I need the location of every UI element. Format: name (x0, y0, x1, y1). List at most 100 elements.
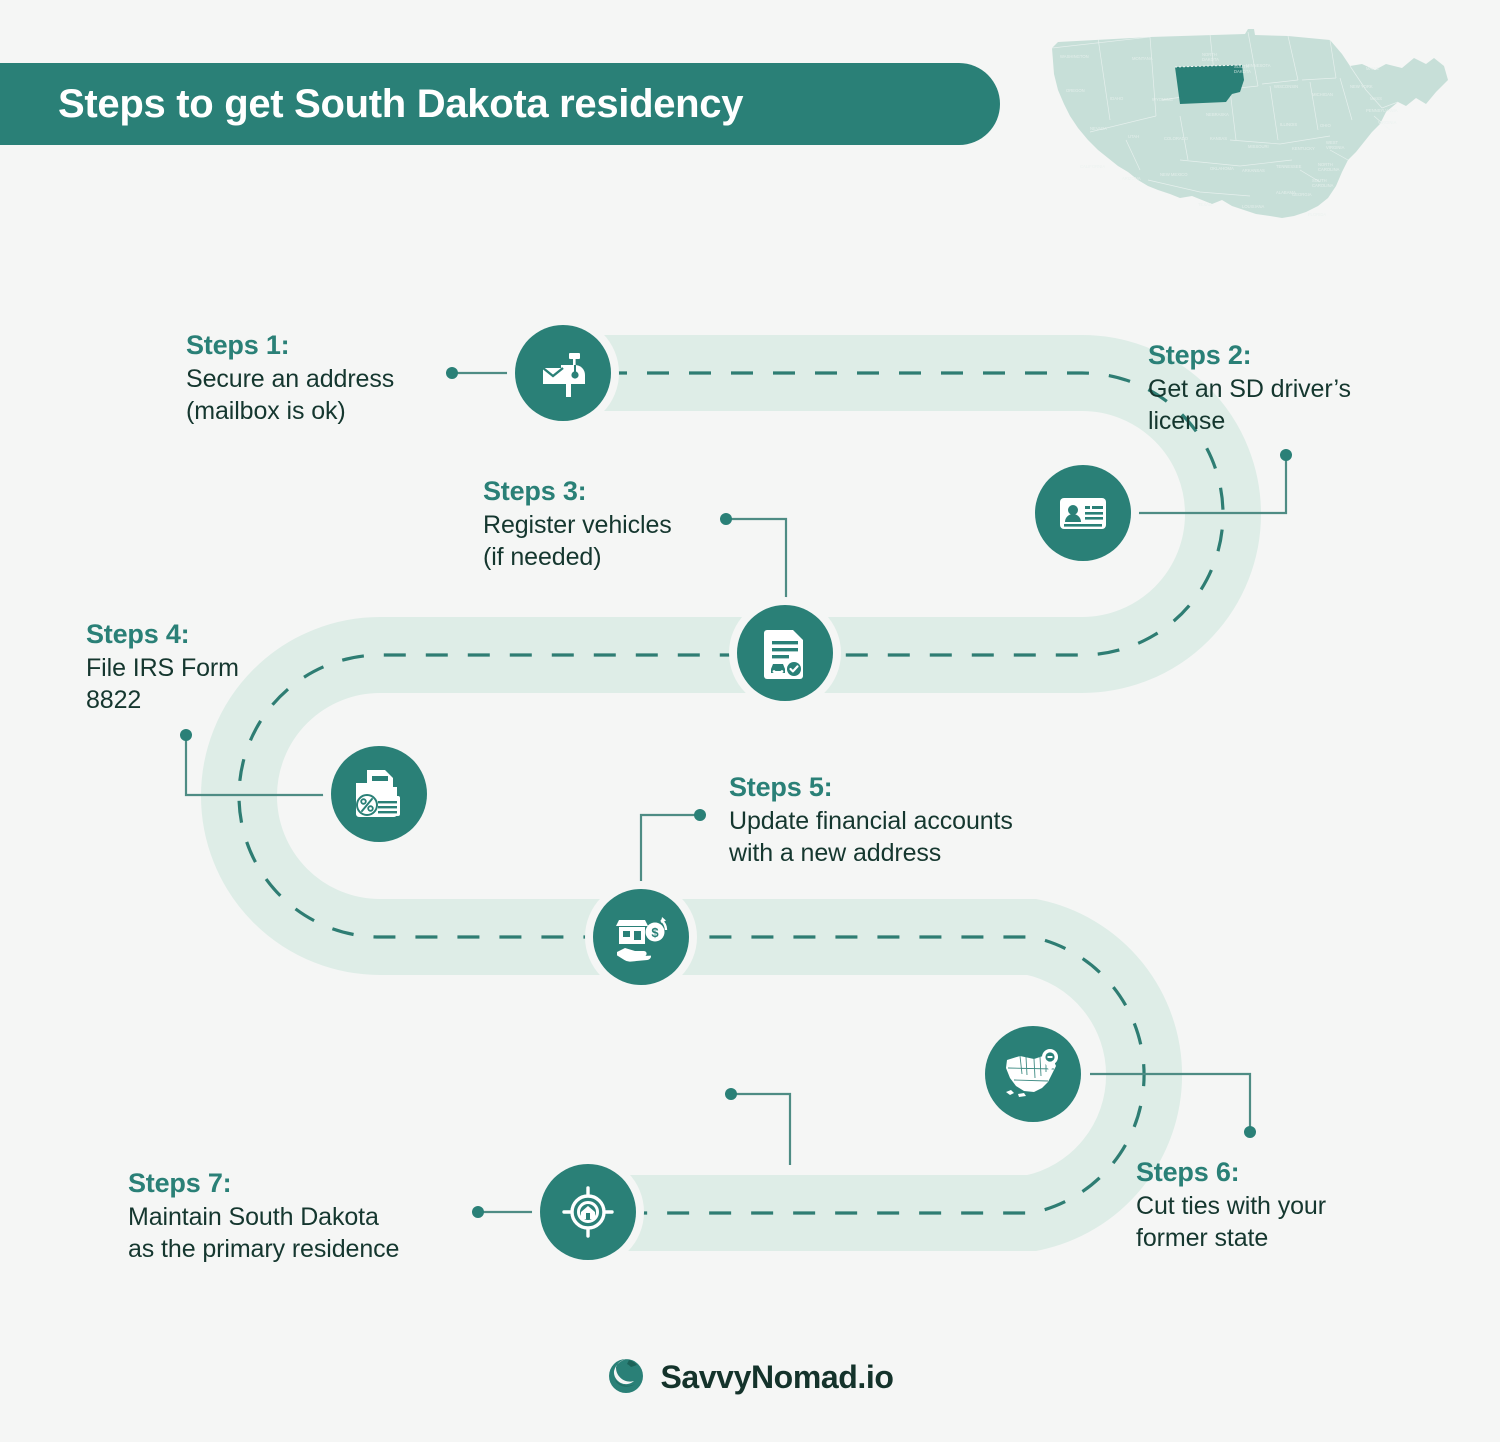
svg-text:MICHIGAN: MICHIGAN (1312, 92, 1333, 97)
svg-text:CAROLINA: CAROLINA (1312, 183, 1334, 188)
savvynomad-swirl-logo (606, 1355, 646, 1400)
svg-text:VIRGINIA: VIRGINIA (1326, 145, 1345, 150)
title-banner: Steps to get South Dakota residency (0, 63, 1000, 145)
brand-name: SavvyNomad.io (660, 1359, 894, 1395)
svg-text:MONTANA: MONTANA (1132, 56, 1153, 61)
svg-text:COLORADO: COLORADO (1164, 136, 1189, 141)
connector-lines (184, 371, 1288, 1214)
step-1-description: Secure an address (mailbox is ok) (186, 364, 395, 426)
step-7-description: Maintain South Dakota as the primary res… (128, 1202, 400, 1264)
step-node-4[interactable] (331, 746, 427, 842)
step-5-description: Update financial accounts with a new add… (729, 806, 1013, 868)
svg-text:VIRGINIA: VIRGINIA (1378, 120, 1397, 125)
target-home-icon (560, 1184, 616, 1240)
connector-dot-step-4 (180, 729, 192, 741)
svg-text:$: $ (651, 925, 659, 940)
svg-text:TEXAS: TEXAS (1198, 202, 1212, 207)
step-7-number: Steps 7: (128, 1168, 232, 1198)
connector-dot-step-5 (694, 809, 706, 821)
step-label-7: Steps 7: Maintain South Dakota as the pr… (128, 1166, 399, 1266)
connector-step-6 (1090, 1072, 1252, 1130)
connector-dot-step-6 (1244, 1126, 1256, 1138)
step-label-2: Steps 2: Get an SD driver’s license (1148, 338, 1351, 438)
step-label-5: Steps 5: Update financial accounts with … (729, 770, 1013, 870)
south-dakota-highlight (1174, 64, 1244, 104)
svg-text:NEBRASKA: NEBRASKA (1206, 112, 1229, 117)
svg-text:SOUTH: SOUTH (1312, 178, 1327, 183)
step-label-6: Steps 6: Cut ties with your former state (1136, 1155, 1326, 1255)
svg-text:DAKOTA: DAKOTA (1202, 57, 1219, 62)
svg-text:UTAH: UTAH (1128, 134, 1139, 139)
svg-text:NORTH: NORTH (1318, 162, 1333, 167)
svg-text:NEVADA: NEVADA (1090, 126, 1107, 131)
step-3-number: Steps 3: (483, 476, 587, 506)
vehicle-registration-document-icon (760, 626, 810, 680)
svg-text:MISSOURI: MISSOURI (1248, 144, 1269, 149)
step-node-7[interactable] (540, 1164, 636, 1260)
svg-text:OKLAHOMA: OKLAHOMA (1210, 166, 1234, 171)
svg-text:WEST: WEST (1326, 140, 1339, 145)
svg-text:WASHINGTON: WASHINGTON (1060, 54, 1089, 59)
us-map-base (1052, 29, 1448, 218)
svg-text:WISCONSIN: WISCONSIN (1274, 84, 1298, 89)
step-node-2[interactable] (1035, 465, 1131, 561)
svg-text:KENTUCKY: KENTUCKY (1292, 146, 1315, 151)
svg-text:IDAHO: IDAHO (1110, 96, 1124, 101)
svg-text:NEW MEXICO: NEW MEXICO (1160, 172, 1188, 177)
svg-text:LOUISIANA: LOUISIANA (1242, 204, 1265, 209)
step-node-1[interactable] (515, 325, 611, 421)
step-1-number: Steps 1: (186, 330, 290, 360)
connector-dot-step-3 (720, 513, 732, 525)
svg-text:OREGON: OREGON (1066, 88, 1085, 93)
connector-dots (180, 367, 1292, 1218)
svg-text:ARKANSAS: ARKANSAS (1242, 168, 1265, 173)
svg-text:GEORGIA: GEORGIA (1292, 192, 1312, 197)
svg-text:DAKOTA: DAKOTA (1234, 69, 1251, 74)
connector-step-7-elbow (731, 1092, 792, 1165)
step-node-3[interactable] (737, 605, 833, 701)
step-6-description: Cut ties with your former state (1136, 1191, 1326, 1253)
connector-dot-step-7b (725, 1088, 737, 1100)
svg-text:MASS: MASS (1370, 96, 1382, 101)
step-2-number: Steps 2: (1148, 340, 1252, 370)
map-pin-icon (1004, 1048, 1062, 1100)
connector-step-4 (184, 735, 330, 797)
connector-step-5 (639, 813, 698, 889)
svg-text:ARIZONA: ARIZONA (1122, 176, 1141, 181)
svg-text:ILLINOIS: ILLINOIS (1280, 122, 1297, 127)
svg-text:WYOMING: WYOMING (1152, 97, 1173, 102)
svg-text:MINNESOTA: MINNESOTA (1246, 63, 1271, 68)
connector-dot-step-2 (1280, 449, 1292, 461)
svg-text:CALIFORNIA: CALIFORNIA (1080, 164, 1105, 169)
svg-text:ALABAMA: ALABAMA (1276, 190, 1296, 195)
svg-text:PENNSYLVANIA: PENNSYLVANIA (1366, 108, 1398, 113)
connector-step-2 (1136, 457, 1288, 515)
bank-hand-money-icon: $ (613, 910, 669, 964)
step-label-4: Steps 4: File IRS Form 8822 (86, 617, 239, 717)
step-2-description: Get an SD driver’s license (1148, 374, 1351, 436)
step-label-1: Steps 1: Secure an address (mailbox is o… (186, 328, 394, 428)
svg-text:OHIO: OHIO (1320, 123, 1331, 128)
svg-text:SOUTH: SOUTH (1234, 64, 1249, 69)
connector-step-3 (726, 517, 788, 605)
svg-text:NEW YORK: NEW YORK (1350, 84, 1373, 89)
mailbox-icon (535, 345, 591, 401)
step-4-number: Steps 4: (86, 619, 190, 649)
step-5-number: Steps 5: (729, 772, 833, 802)
svg-text:MAINE: MAINE (1366, 66, 1379, 71)
svg-text:TENNESSEE: TENNESSEE (1276, 164, 1302, 169)
step-node-6[interactable] (985, 1026, 1081, 1122)
svg-text:NORTH: NORTH (1202, 52, 1217, 57)
page-title: Steps to get South Dakota residency (58, 81, 744, 126)
step-4-description: File IRS Form 8822 (86, 653, 239, 715)
svg-text:FLORIDA: FLORIDA (1308, 212, 1326, 217)
connector-dot-step-7 (472, 1206, 484, 1218)
step-3-description: Register vehicles (if needed) (483, 510, 672, 572)
step-label-3: Steps 3: Register vehicles (if needed) (483, 474, 672, 574)
svg-text:CAROLINA: CAROLINA (1318, 167, 1340, 172)
us-map-state-borders (1051, 31, 1399, 197)
step-6-number: Steps 6: (1136, 1157, 1240, 1187)
step-node-5[interactable]: $ (593, 889, 689, 985)
